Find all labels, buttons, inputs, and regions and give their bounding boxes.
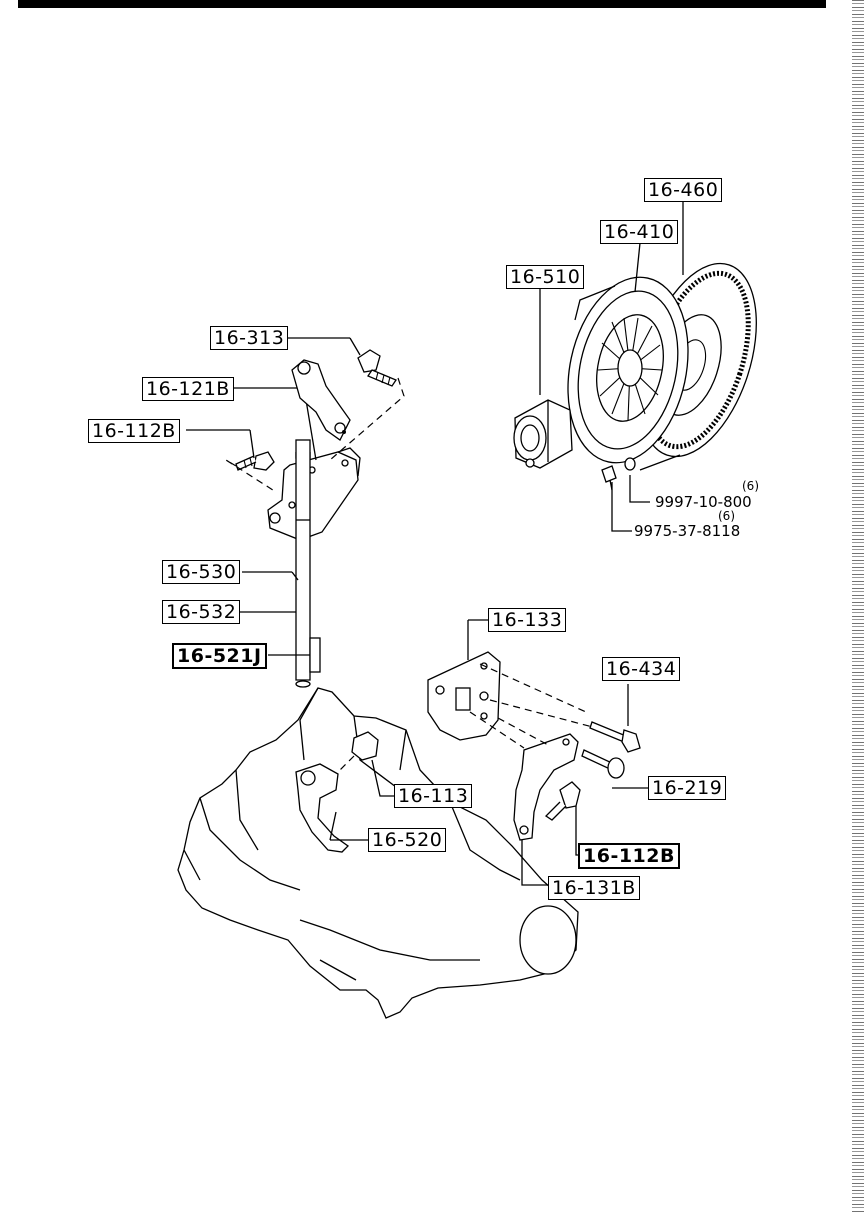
bracket-16-121b-illustration — [267, 447, 361, 541]
leader-lines-case — [329, 759, 396, 841]
pressure-plate-bolt-washer — [601, 457, 636, 491]
label-16-112b-bottom: 16-112B — [578, 843, 680, 869]
key-16-521j — [309, 637, 321, 673]
label-16-434: 16-434 — [602, 657, 681, 681]
fork-shaft-16-532 — [295, 439, 311, 688]
bolt-part-number: 9975-37-8118 — [634, 522, 741, 540]
label-16-532: 16-532 — [162, 600, 241, 624]
bolt-16-112b-top — [235, 451, 275, 471]
label-16-112b-top: 16-112B — [88, 419, 180, 443]
bracket-16-133 — [427, 651, 501, 741]
top-rule — [18, 0, 826, 8]
label-16-510: 16-510 — [506, 265, 585, 289]
label-16-460: 16-460 — [644, 178, 723, 202]
shift-fork-16-520 — [295, 763, 350, 853]
label-16-131b: 16-131B — [548, 876, 640, 900]
leader-lines-clutch — [539, 200, 684, 532]
label-16-410: 16-410 — [600, 220, 679, 244]
bracket-16-131b — [513, 733, 579, 841]
label-16-530: 16-530 — [162, 560, 241, 584]
leader-lines-fork — [240, 571, 310, 656]
label-16-113: 16-113 — [394, 784, 473, 808]
bolt-16-112b-bottom — [544, 781, 581, 821]
pressure-plate-illustration — [567, 276, 689, 471]
transmission-case-illustration — [177, 687, 579, 1019]
release-bearing-illustration — [513, 399, 573, 469]
page-edge — [852, 0, 864, 1214]
label-16-520: 16-520 — [368, 828, 447, 852]
label-16-219: 16-219 — [648, 776, 727, 800]
bolt-16-219 — [581, 749, 625, 779]
bolt-16-113 — [339, 731, 379, 771]
leader-lines-bracket-2 — [467, 619, 650, 886]
label-16-121b: 16-121B — [142, 377, 234, 401]
bracket-dashed-lines — [225, 377, 405, 493]
bolt-16-313 — [357, 349, 397, 387]
bracket-dashed-lines-2 — [469, 663, 605, 749]
bolt-16-434 — [589, 721, 641, 753]
bolt-quantity: (6) — [718, 509, 735, 523]
release-fork-16-530 — [291, 359, 351, 441]
label-16-521j: 16-521J — [172, 643, 267, 669]
washer-part-number: 9997-10-800 — [655, 493, 752, 511]
label-16-313: 16-313 — [210, 326, 289, 350]
label-16-133: 16-133 — [488, 608, 567, 632]
washer-quantity: (6) — [742, 479, 759, 493]
